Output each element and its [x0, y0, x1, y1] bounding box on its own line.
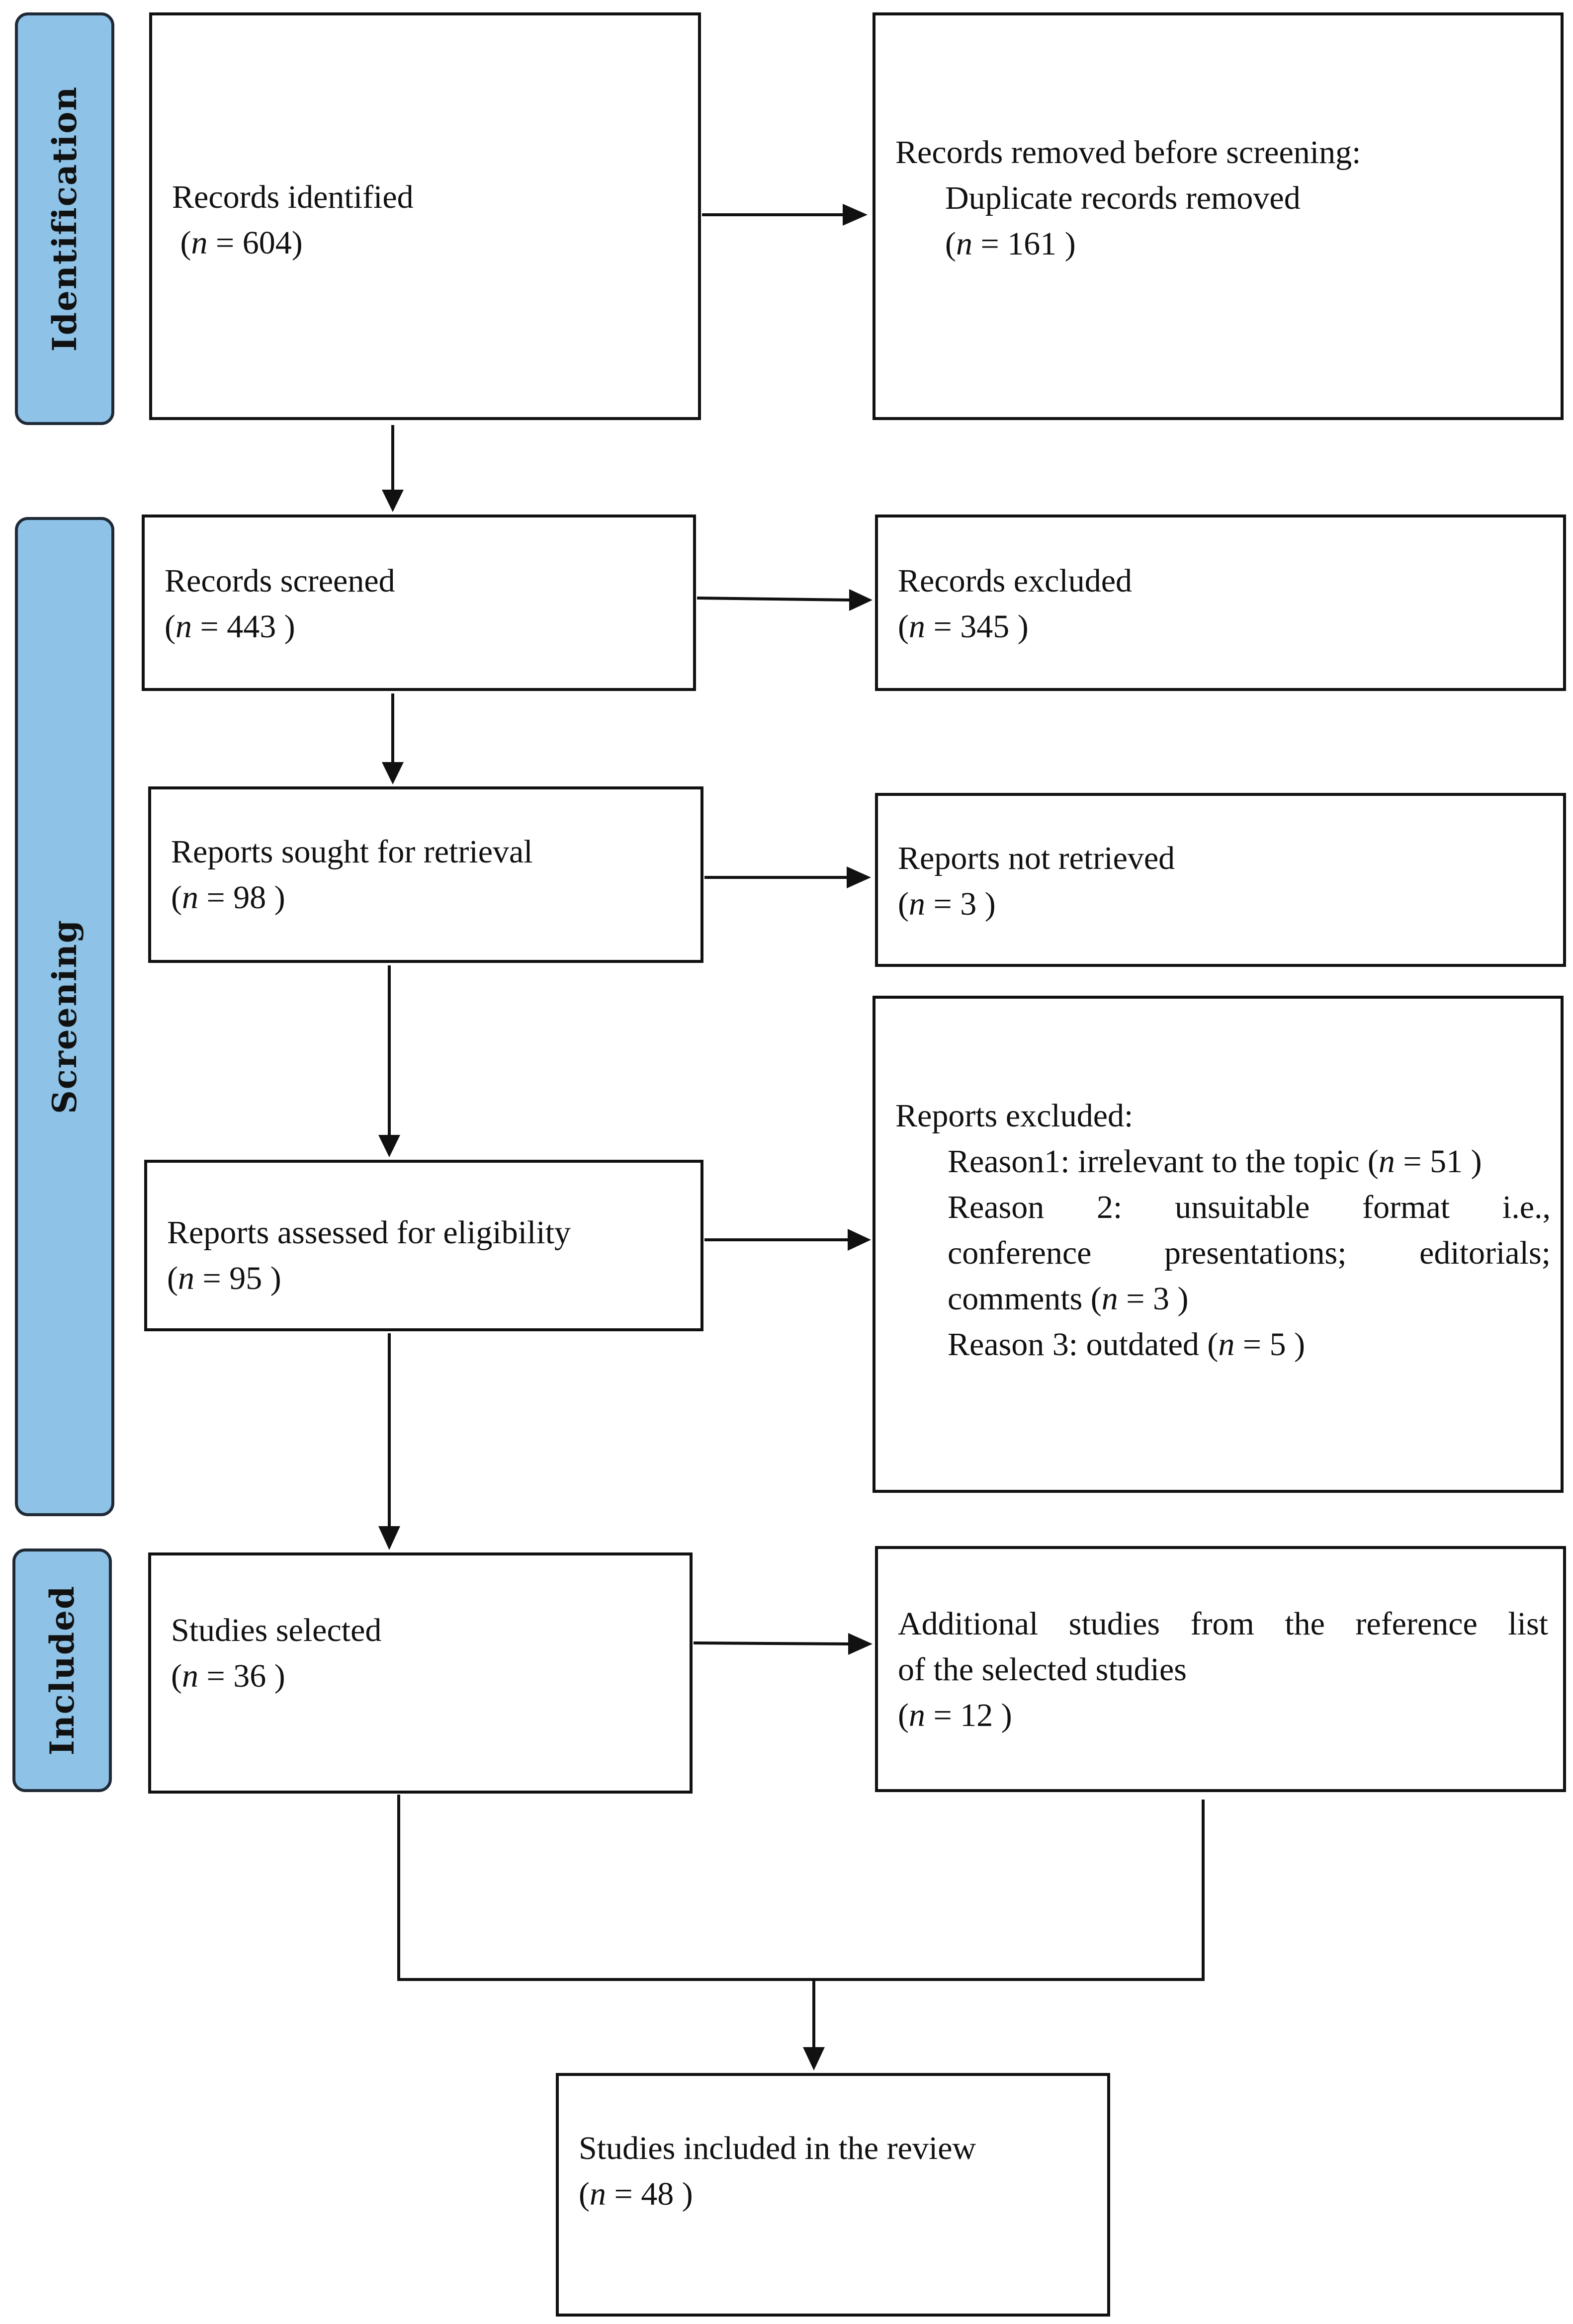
arrowhead — [378, 1526, 400, 1550]
reports-assessed-box: Reports assessed for eligibility (n = 95… — [144, 1160, 703, 1331]
arrow-screened-to-excluded — [697, 597, 852, 602]
records-screened-box: Records screened (n = 443 ) — [142, 515, 696, 691]
records-screened-count: (n = 443 ) — [165, 608, 295, 645]
records-removed-box: Records removed before screening: Duplic… — [873, 12, 1564, 420]
records-identified-count: (n = 604) — [172, 225, 303, 261]
reason-2-line-3: comments (n = 3 ) — [948, 1281, 1189, 1317]
reports-excluded-heading: Reports excluded: — [895, 1098, 1134, 1134]
additional-studies-line-2: of the selected studies — [898, 1651, 1187, 1688]
records-excluded-count: (n = 345 ) — [898, 608, 1029, 645]
duplicates-removed-count: (n = 161 ) — [945, 226, 1076, 262]
records-identified-label: Records identified — [172, 179, 414, 215]
arrowhead — [848, 1229, 871, 1251]
records-screened-label: Records screened — [165, 563, 395, 599]
duplicates-removed-label: Duplicate records removed — [945, 180, 1301, 216]
arrowhead — [382, 762, 404, 784]
studies-included-count: (n = 48 ) — [579, 2176, 693, 2212]
additional-studies-count: (n = 12 ) — [898, 1697, 1012, 1733]
studies-selected-box: Studies selected (n = 36 ) — [148, 1552, 693, 1794]
reports-assessed-label: Reports assessed for eligibility — [167, 1214, 571, 1251]
reason-1: Reason1: irrelevant to the topic (n = 51… — [948, 1143, 1482, 1180]
additional-studies-line-1: Additional studies from the reference li… — [898, 1606, 1548, 1642]
phase-included: Included — [12, 1549, 112, 1792]
reports-not-retrieved-count: (n = 3 ) — [898, 886, 996, 922]
records-excluded-box: Records excluded (n = 345 ) — [875, 515, 1566, 691]
records-excluded-label: Records excluded — [898, 563, 1132, 599]
arrow-selected-to-additional — [693, 1641, 851, 1645]
arrowhead — [803, 2047, 825, 2070]
phase-screening: Screening — [15, 517, 114, 1516]
studies-included-box: Studies included in the review (n = 48 ) — [556, 2073, 1110, 2317]
arrowhead — [843, 204, 868, 226]
reports-sought-box: Reports sought for retrieval (n = 98 ) — [148, 786, 703, 963]
arrowhead — [847, 866, 871, 888]
arrowhead — [849, 589, 873, 611]
studies-included-label: Studies included in the review — [579, 2130, 976, 2166]
studies-selected-label: Studies selected — [171, 1612, 382, 1648]
studies-selected-count: (n = 36 ) — [171, 1658, 285, 1694]
reports-not-retrieved-box: Reports not retrieved (n = 3 ) — [875, 793, 1566, 967]
records-removed-heading: Records removed before screening: — [895, 134, 1361, 171]
reports-sought-count: (n = 98 ) — [171, 879, 285, 916]
reports-sought-label: Reports sought for retrieval — [171, 834, 533, 870]
arrowhead — [382, 490, 404, 512]
records-identified-box: Records identified (n = 604) — [149, 12, 701, 420]
phase-identification: Identification — [15, 12, 114, 425]
arrowhead — [848, 1633, 873, 1655]
reports-excluded-box: Reports excluded: Reason1: irrelevant to… — [873, 996, 1564, 1493]
additional-studies-box: Additional studies from the reference li… — [875, 1546, 1566, 1792]
arrowhead — [378, 1135, 400, 1157]
reason-2-line-2: conference presentations; editorials; — [948, 1235, 1551, 1271]
reason-2-line-1: Reason 2: unsuitable format i.e., — [948, 1189, 1551, 1225]
reason-3: Reason 3: outdated (n = 5 ) — [948, 1326, 1306, 1363]
reports-assessed-count: (n = 95 ) — [167, 1260, 281, 1296]
reports-not-retrieved-label: Reports not retrieved — [898, 840, 1175, 876]
